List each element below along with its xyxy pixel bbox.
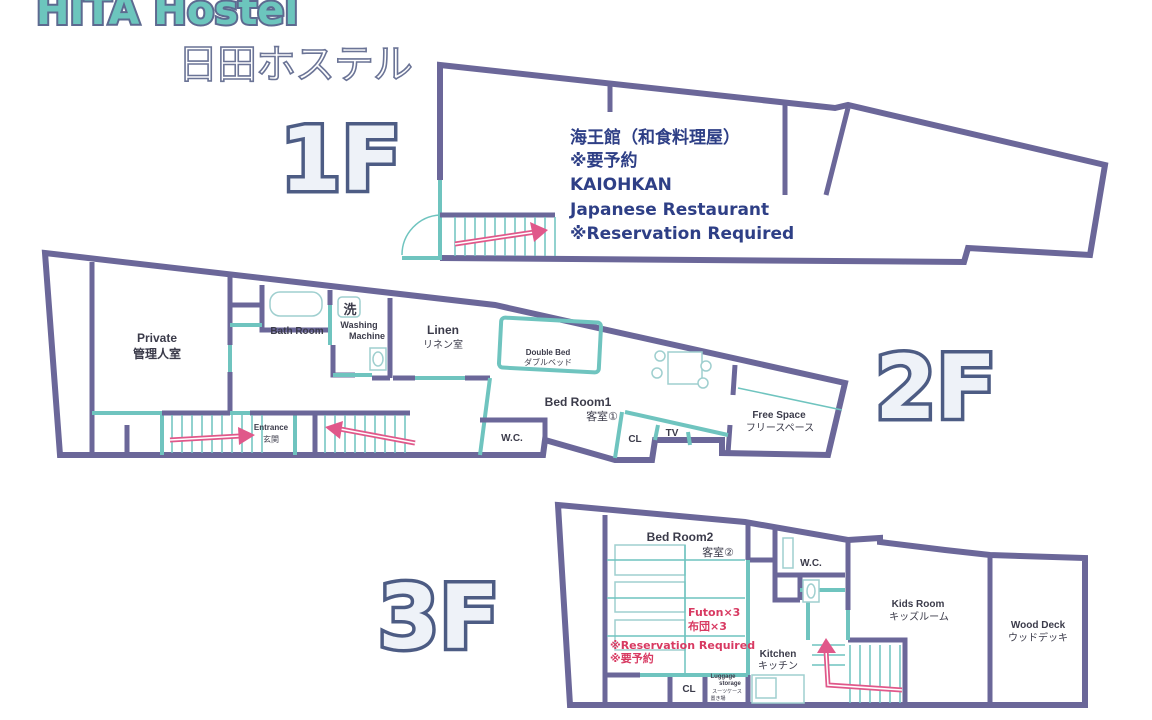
double-bed xyxy=(496,315,604,375)
svg-text:storage: storage xyxy=(719,681,741,687)
stairs-1f xyxy=(454,217,556,256)
svg-text:Japanese Restaurant: Japanese Restaurant xyxy=(569,200,769,220)
logo-subtitle: 日田ホステル xyxy=(178,42,413,88)
svg-text:W.C.: W.C. xyxy=(800,558,822,569)
svg-text:W.C.: W.C. xyxy=(501,433,523,444)
floor-label-2f: 2F xyxy=(875,336,996,439)
svg-text:Washing: Washing xyxy=(340,320,377,330)
svg-text:Double Bed: Double Bed xyxy=(526,348,571,357)
svg-text:Wood Deck: Wood Deck xyxy=(1011,620,1066,631)
floor-3f-plan: Bed Room2 客室② Futon×3 布団×3 ※Reservation … xyxy=(554,501,1088,708)
svg-text:ダブルベッド: ダブルベッド xyxy=(524,357,572,367)
svg-text:置き場: 置き場 xyxy=(710,695,725,702)
floor-2f-plan: Private 管理人室 Bath Room 洗 Washing Machine… xyxy=(41,249,849,463)
svg-text:Kitchen: Kitchen xyxy=(760,649,797,660)
svg-text:リネン室: リネン室 xyxy=(423,338,463,351)
svg-text:布団×3: 布団×3 xyxy=(688,619,727,633)
svg-text:※Reservation Required: ※Reservation Required xyxy=(570,224,794,244)
svg-text:Bath Room: Bath Room xyxy=(270,326,323,337)
svg-text:客室①: 客室① xyxy=(586,409,618,423)
svg-text:Futon×3: Futon×3 xyxy=(688,606,740,619)
svg-text:スーツケース: スーツケース xyxy=(712,688,742,695)
logo: HITA Hostel 日田ホステル xyxy=(34,0,414,89)
svg-text:TV: TV xyxy=(666,428,679,439)
futons xyxy=(607,544,745,675)
svg-text:CL: CL xyxy=(628,434,641,445)
svg-text:※Reservation Required: ※Reservation Required xyxy=(610,639,755,652)
arrow-icon xyxy=(530,222,548,242)
svg-text:Machine: Machine xyxy=(349,331,385,341)
floor-label-3f: 3F xyxy=(378,566,499,669)
restaurant-label: 海王館（和食料理屋） ※要予約 KAIOHKAN Japanese Restau… xyxy=(569,127,794,244)
svg-text:管理人室: 管理人室 xyxy=(133,346,181,361)
svg-text:Luggage: Luggage xyxy=(711,674,737,680)
svg-text:※要予約: ※要予約 xyxy=(610,651,654,665)
svg-text:KAIOHKAN: KAIOHKAN xyxy=(570,175,672,195)
arrow-icon xyxy=(325,421,343,439)
floor-label-1f: 1F xyxy=(280,108,401,211)
washing-icon: 洗 xyxy=(343,302,356,318)
svg-text:Linen: Linen xyxy=(427,323,459,337)
arrow-icon xyxy=(238,427,255,445)
door-arc xyxy=(401,214,441,256)
stairs-3f xyxy=(812,638,903,703)
svg-text:Private: Private xyxy=(137,331,177,345)
svg-text:海王館（和食料理屋）: 海王館（和食料理屋） xyxy=(570,127,740,148)
arrow-icon xyxy=(817,638,836,653)
svg-text:フリースペース: フリースペース xyxy=(746,423,814,434)
stairs-2f xyxy=(169,415,416,453)
svg-text:玄関: 玄関 xyxy=(263,434,279,444)
svg-text:キッズルーム: キッズルーム xyxy=(889,610,949,623)
floor-1f-plan: 海王館（和食料理屋） ※要予約 KAIOHKAN Japanese Restau… xyxy=(401,61,1109,266)
svg-text:ウッドデッキ: ウッドデッキ xyxy=(1008,631,1068,644)
svg-text:Bed Room2: Bed Room2 xyxy=(647,530,714,544)
svg-text:客室②: 客室② xyxy=(702,545,734,559)
svg-text:Bed Room1: Bed Room1 xyxy=(545,395,612,409)
svg-text:Entrance: Entrance xyxy=(254,423,289,432)
svg-text:CL: CL xyxy=(682,684,695,695)
svg-text:Free Space: Free Space xyxy=(752,410,806,421)
table xyxy=(667,351,703,385)
logo-title: HITA Hostel xyxy=(36,0,298,34)
svg-text:※要予約: ※要予約 xyxy=(570,150,638,171)
svg-text:キッチン: キッチン xyxy=(758,660,798,672)
svg-text:Kids Room: Kids Room xyxy=(892,599,945,610)
